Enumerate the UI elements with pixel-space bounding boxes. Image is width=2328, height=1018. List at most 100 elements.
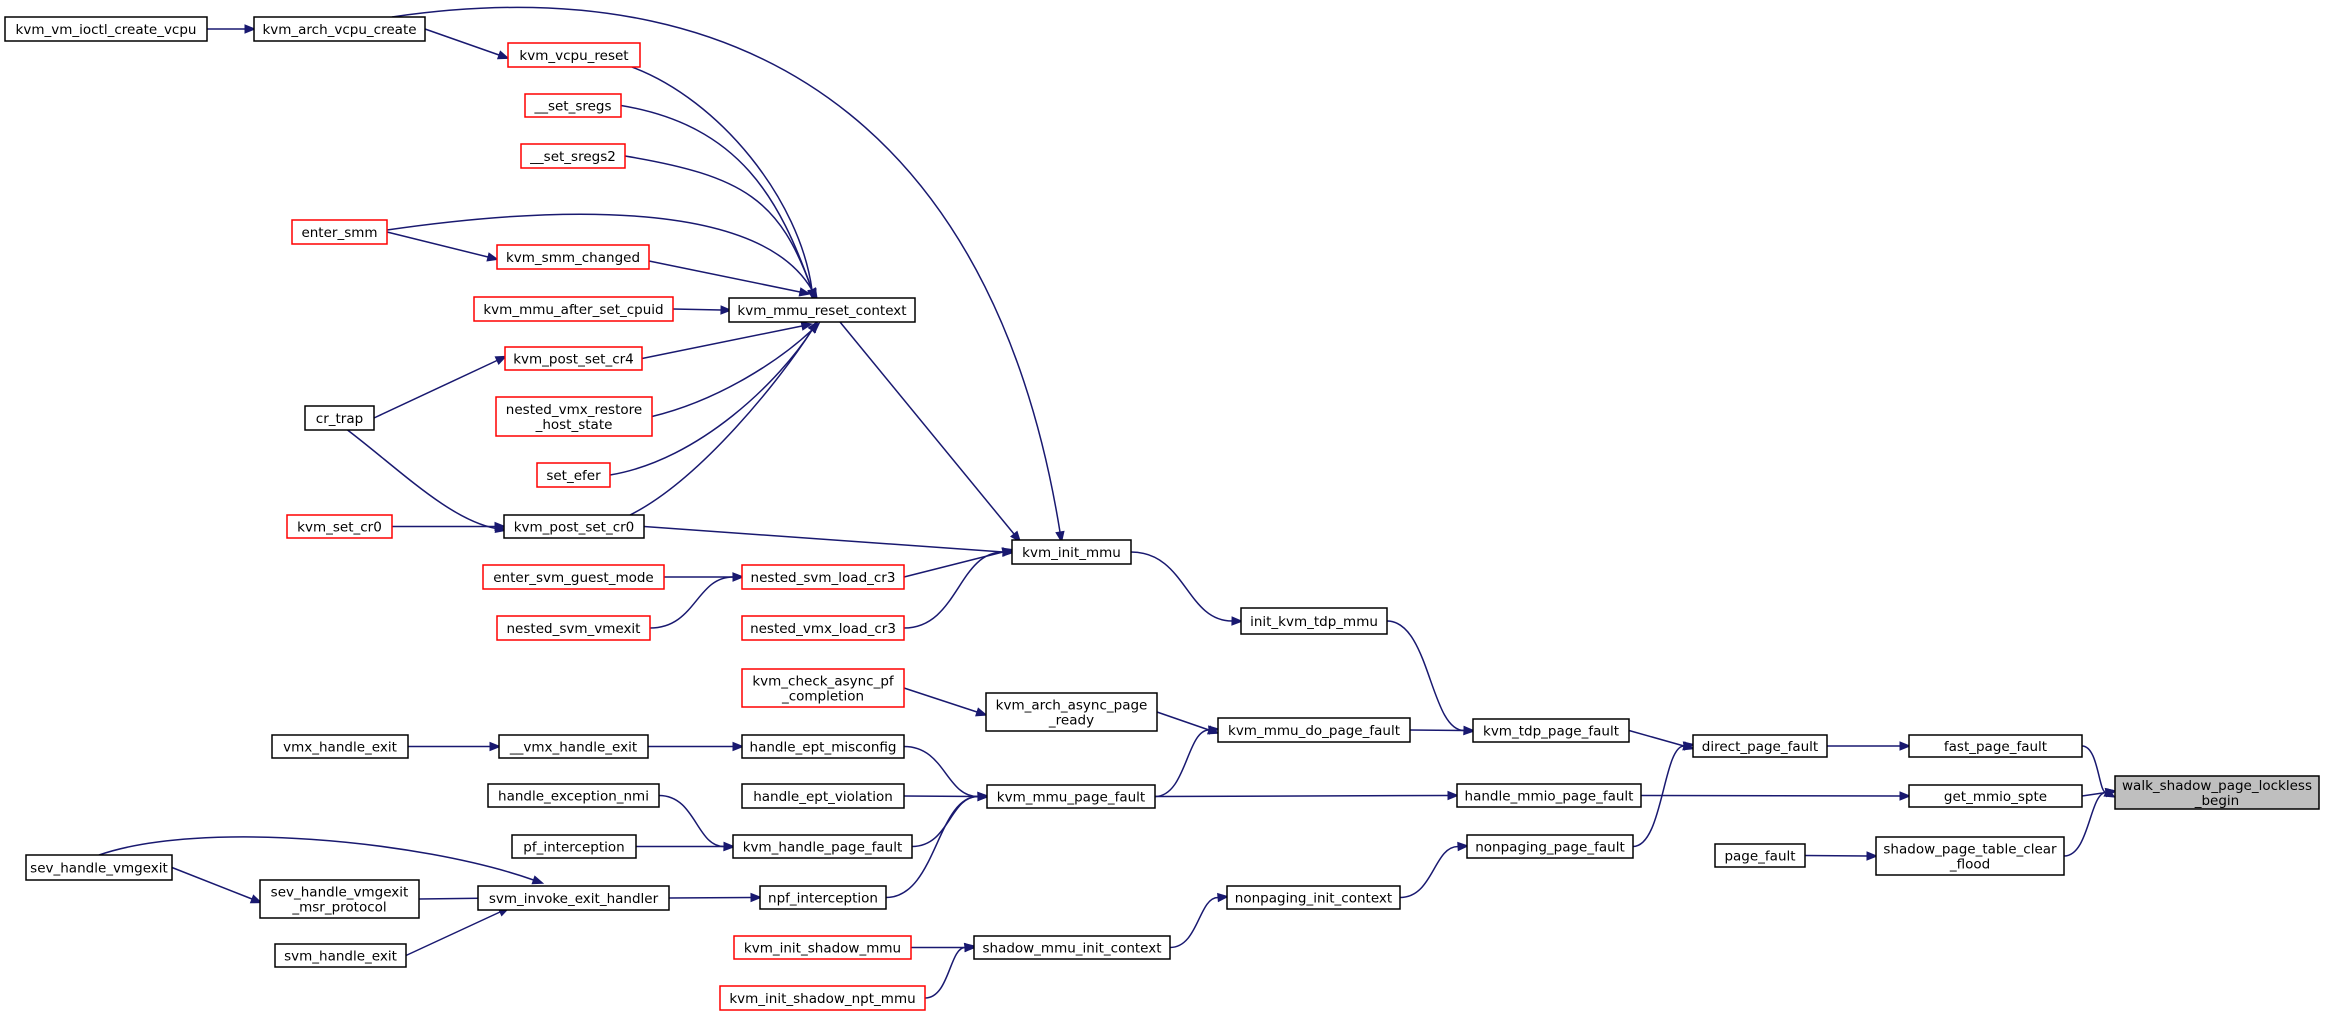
node-kvm_post_set_cr0[interactable]: kvm_post_set_cr0 bbox=[503, 514, 645, 539]
node-shadow_page_table_clear_flood[interactable]: shadow_page_table_clear_flood bbox=[1875, 836, 2065, 876]
node-box bbox=[495, 396, 653, 437]
node-nested_svm_load_cr3[interactable]: nested_svm_load_cr3 bbox=[741, 564, 905, 590]
node-label: __set_sregs bbox=[533, 99, 611, 115]
node-box bbox=[759, 885, 887, 910]
node-nonpaging_page_fault[interactable]: nonpaging_page_fault bbox=[1466, 834, 1634, 859]
node-kvm_arch_async_page_ready[interactable]: kvm_arch_async_page_ready bbox=[985, 692, 1158, 732]
edge-kvm_smm_changed-to-kvm_mmu_reset_context bbox=[648, 260, 812, 297]
edge-kvm_set_cr0-to-kvm_post_set_cr0 bbox=[392, 521, 507, 532]
node-sev_handle_vmgexit[interactable]: sev_handle_vmgexit bbox=[25, 854, 173, 881]
edge-kvm_post_set_cr0-to-kvm_init_mmu bbox=[643, 525, 1015, 557]
node-direct_page_fault[interactable]: direct_page_fault bbox=[1692, 734, 1828, 758]
node-kvm_mmu_reset_context[interactable]: kvm_mmu_reset_context bbox=[728, 297, 916, 323]
arrowhead-icon bbox=[798, 287, 812, 297]
node-enter_smm[interactable]: enter_smm bbox=[291, 219, 388, 245]
edge-pf_interception-to-kvm_handle_page_fault bbox=[636, 841, 736, 852]
node-kvm_handle_page_fault[interactable]: kvm_handle_page_fault bbox=[732, 834, 913, 859]
node-label: _host_state bbox=[535, 417, 613, 433]
edge-kvm_init_mmu-to-init_kvm_tdp_mmu bbox=[1130, 551, 1244, 626]
node-nested_vmx_restore_host_state[interactable]: nested_vmx_restore_host_state bbox=[495, 396, 653, 437]
node-box bbox=[4, 16, 208, 42]
node-handle_exception_nmi[interactable]: handle_exception_nmi bbox=[487, 783, 660, 808]
node-label: _msr_protocol bbox=[291, 900, 386, 916]
node-vmx_handle_exit[interactable]: vmx_handle_exit bbox=[271, 734, 409, 759]
node-kvm_mmu_after_set_cpuid[interactable]: kvm_mmu_after_set_cpuid bbox=[473, 296, 674, 322]
node-kvm_init_mmu[interactable]: kvm_init_mmu bbox=[1011, 539, 1132, 565]
edge-kvm_vm_ioctl_create_vcpu-to-kvm_arch_vcpu_create bbox=[207, 24, 257, 34]
node-handle_ept_misconfig[interactable]: handle_ept_misconfig bbox=[741, 734, 905, 759]
node-kvm_arch_vcpu_create[interactable]: kvm_arch_vcpu_create bbox=[253, 16, 426, 42]
edge-kvm_handle_page_fault-to-kvm_mmu_page_fault bbox=[911, 791, 990, 848]
node-label: sev_handle_vmgexit bbox=[30, 861, 168, 877]
node-label: get_mmio_spte bbox=[1944, 789, 2047, 805]
node-nested_vmx_load_cr3[interactable]: nested_vmx_load_cr3 bbox=[741, 615, 905, 641]
node-__set_sregs[interactable]: __set_sregs bbox=[524, 93, 622, 118]
node-label: kvm_mmu_reset_context bbox=[737, 303, 906, 319]
node-kvm_mmu_page_fault[interactable]: kvm_mmu_page_fault bbox=[986, 784, 1156, 809]
node-label: cr_trap bbox=[316, 411, 363, 427]
arrowhead-icon bbox=[1055, 530, 1065, 544]
arrowhead-icon bbox=[720, 305, 733, 315]
node-label: sev_handle_vmgexit bbox=[271, 885, 409, 901]
node-kvm_smm_changed[interactable]: kvm_smm_changed bbox=[496, 244, 650, 270]
arrowhead-icon bbox=[800, 321, 814, 331]
node-set_efer[interactable]: set_efer bbox=[536, 462, 611, 488]
edge-sev_handle_vmgexit-to-sev_handle_vmgexit_msr_protocol bbox=[171, 866, 263, 904]
node-get_mmio_spte[interactable]: get_mmio_spte bbox=[1908, 784, 2083, 808]
node-kvm_vcpu_reset[interactable]: kvm_vcpu_reset bbox=[507, 42, 641, 68]
node-label: direct_page_fault bbox=[1702, 739, 1818, 755]
edge-vmx_handle_exit-to-__vmx_handle_exit bbox=[408, 741, 502, 752]
edge-init_kvm_tdp_mmu-to-kvm_tdp_page_fault bbox=[1386, 620, 1476, 736]
node-nonpaging_init_context[interactable]: nonpaging_init_context bbox=[1226, 885, 1401, 910]
node-handle_mmio_page_fault[interactable]: handle_mmio_page_fault bbox=[1456, 783, 1642, 808]
node-kvm_init_shadow_npt_mmu[interactable]: kvm_init_shadow_npt_mmu bbox=[719, 985, 926, 1011]
node-box bbox=[253, 16, 426, 42]
node-label: handle_exception_nmi bbox=[498, 789, 649, 805]
node-npf_interception[interactable]: npf_interception bbox=[759, 885, 887, 910]
node-label: _completion bbox=[781, 689, 864, 705]
node-svm_handle_exit[interactable]: svm_handle_exit bbox=[274, 943, 407, 968]
node-box bbox=[1217, 717, 1411, 743]
node-kvm_check_async_pf_completion[interactable]: kvm_check_async_pf_completion bbox=[741, 668, 905, 708]
node-label: nested_svm_load_cr3 bbox=[751, 570, 896, 586]
edge-sev_handle_vmgexit-to-svm_invoke_exit_handler bbox=[98, 836, 545, 885]
node-kvm_vm_ioctl_create_vcpu[interactable]: kvm_vm_ioctl_create_vcpu bbox=[4, 16, 208, 42]
node-label: kvm_check_async_pf bbox=[752, 674, 895, 690]
node-box bbox=[741, 668, 905, 708]
node-sev_handle_vmgexit_msr_protocol[interactable]: sev_handle_vmgexit_msr_protocol bbox=[259, 879, 420, 919]
node-__vmx_handle_exit[interactable]: __vmx_handle_exit bbox=[498, 734, 649, 759]
node-page_fault[interactable]: page_fault bbox=[1714, 843, 1806, 868]
node-label: _flood bbox=[1949, 857, 1990, 873]
node-label: nested_vmx_restore bbox=[506, 402, 642, 418]
arrowhead-icon bbox=[1231, 616, 1244, 626]
node-fast_page_fault[interactable]: fast_page_fault bbox=[1908, 734, 2083, 758]
node-init_kvm_tdp_mmu[interactable]: init_kvm_tdp_mmu bbox=[1240, 607, 1388, 635]
node-box bbox=[271, 734, 409, 759]
node-label: kvm_vcpu_reset bbox=[519, 48, 628, 64]
node-walk_shadow_page_lockless_begin[interactable]: walk_shadow_page_lockless_begin bbox=[2114, 775, 2320, 810]
arrowhead-icon bbox=[2104, 787, 2118, 798]
edge-svm_handle_exit-to-svm_invoke_exit_handler bbox=[405, 907, 511, 957]
node-__set_sregs2[interactable]: __set_sregs2 bbox=[520, 143, 626, 169]
node-kvm_init_shadow_mmu[interactable]: kvm_init_shadow_mmu bbox=[733, 935, 912, 960]
node-kvm_tdp_page_fault[interactable]: kvm_tdp_page_fault bbox=[1472, 718, 1630, 743]
node-cr_trap[interactable]: cr_trap bbox=[304, 405, 375, 431]
node-enter_svm_guest_mode[interactable]: enter_svm_guest_mode bbox=[482, 564, 665, 590]
edge-kvm_init_shadow_npt_mmu-to-shadow_mmu_init_context bbox=[924, 942, 977, 999]
arrowhead-icon bbox=[1447, 790, 1460, 801]
node-kvm_post_set_cr4[interactable]: kvm_post_set_cr4 bbox=[504, 346, 643, 371]
node-label: svm_invoke_exit_handler bbox=[489, 891, 659, 907]
node-box bbox=[732, 834, 913, 859]
node-box bbox=[1714, 843, 1806, 868]
arrowhead-icon bbox=[750, 892, 763, 903]
node-kvm_mmu_do_page_fault[interactable]: kvm_mmu_do_page_fault bbox=[1217, 717, 1411, 743]
node-kvm_set_cr0[interactable]: kvm_set_cr0 bbox=[286, 514, 393, 539]
node-pf_interception[interactable]: pf_interception bbox=[511, 834, 637, 859]
node-label: kvm_init_shadow_npt_mmu bbox=[729, 991, 915, 1007]
node-box bbox=[1240, 607, 1388, 635]
node-nested_svm_vmexit[interactable]: nested_svm_vmexit bbox=[496, 615, 651, 641]
node-svm_invoke_exit_handler[interactable]: svm_invoke_exit_handler bbox=[477, 885, 670, 911]
node-handle_ept_violation[interactable]: handle_ept_violation bbox=[741, 783, 905, 809]
node-shadow_mmu_init_context[interactable]: shadow_mmu_init_context bbox=[973, 935, 1171, 960]
